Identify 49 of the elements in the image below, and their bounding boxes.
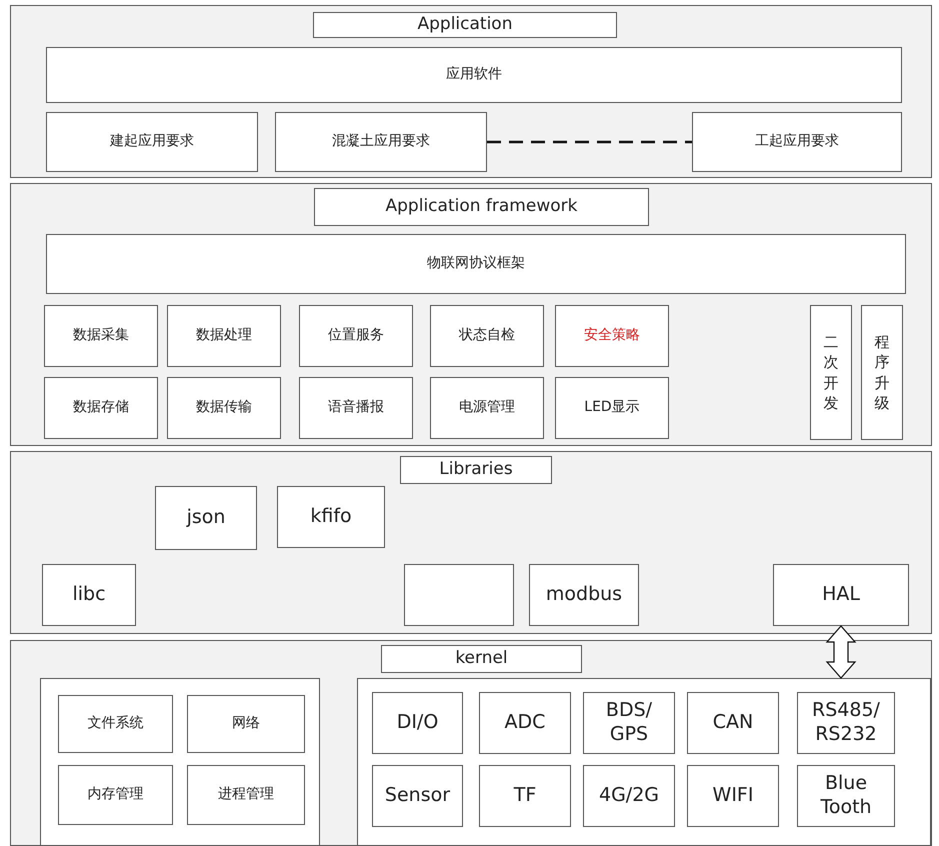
layer-panel: [10, 183, 932, 446]
module-box: kfifo: [277, 486, 385, 548]
module-box: 网络: [187, 695, 305, 753]
module-box: 二次开发: [810, 305, 852, 440]
layer-title: Application framework: [314, 188, 649, 226]
module-box: WIFI: [687, 765, 779, 827]
layer-panel: [10, 5, 932, 178]
layer-title: Libraries: [400, 456, 552, 484]
module-box: 语音播报: [299, 377, 413, 439]
layer-panel: [10, 451, 932, 634]
group-panel: [40, 678, 320, 846]
layer-panel: [10, 640, 932, 846]
layer-title: kernel: [381, 645, 582, 673]
connector-line: [487, 140, 692, 144]
module-box: 安全策略: [555, 305, 669, 367]
module-box: 应用软件: [46, 47, 902, 103]
module-box: 内存管理: [58, 765, 173, 825]
module-box: Sensor: [372, 765, 463, 827]
module-box: 建起应用要求: [46, 112, 258, 172]
double-arrow: [826, 625, 856, 679]
module-box: LED显示: [555, 377, 669, 439]
module-box: 物联网协议框架: [46, 234, 906, 294]
module-box: 文件系统: [58, 695, 173, 753]
module-box: TF: [479, 765, 571, 827]
module-box: 位置服务: [299, 305, 413, 367]
module-box: 数据传输: [167, 377, 281, 439]
module-box: 数据存储: [44, 377, 158, 439]
module-box: 电源管理: [430, 377, 544, 439]
module-box: Blue Tooth: [797, 765, 895, 827]
module-box: 混凝土应用要求: [275, 112, 487, 172]
empty-module-box: [404, 564, 514, 626]
module-box: 程序升级: [861, 305, 903, 440]
module-box: libc: [42, 564, 136, 626]
module-box: HAL: [773, 564, 909, 626]
module-box: DI/O: [372, 692, 463, 754]
group-panel: [357, 678, 931, 846]
module-box: CAN: [687, 692, 779, 754]
module-box: BDS/ GPS: [583, 692, 675, 754]
module-box: 数据处理: [167, 305, 281, 367]
module-box: 进程管理: [187, 765, 305, 825]
module-box: modbus: [529, 564, 639, 626]
module-box: 状态自检: [430, 305, 544, 367]
module-box: RS485/ RS232: [797, 692, 895, 754]
module-box: 工起应用要求: [692, 112, 902, 172]
layer-title: Application: [313, 12, 617, 38]
module-box: 数据采集: [44, 305, 158, 367]
module-box: json: [155, 486, 257, 550]
module-box: ADC: [479, 692, 571, 754]
module-box: 4G/2G: [583, 765, 675, 827]
